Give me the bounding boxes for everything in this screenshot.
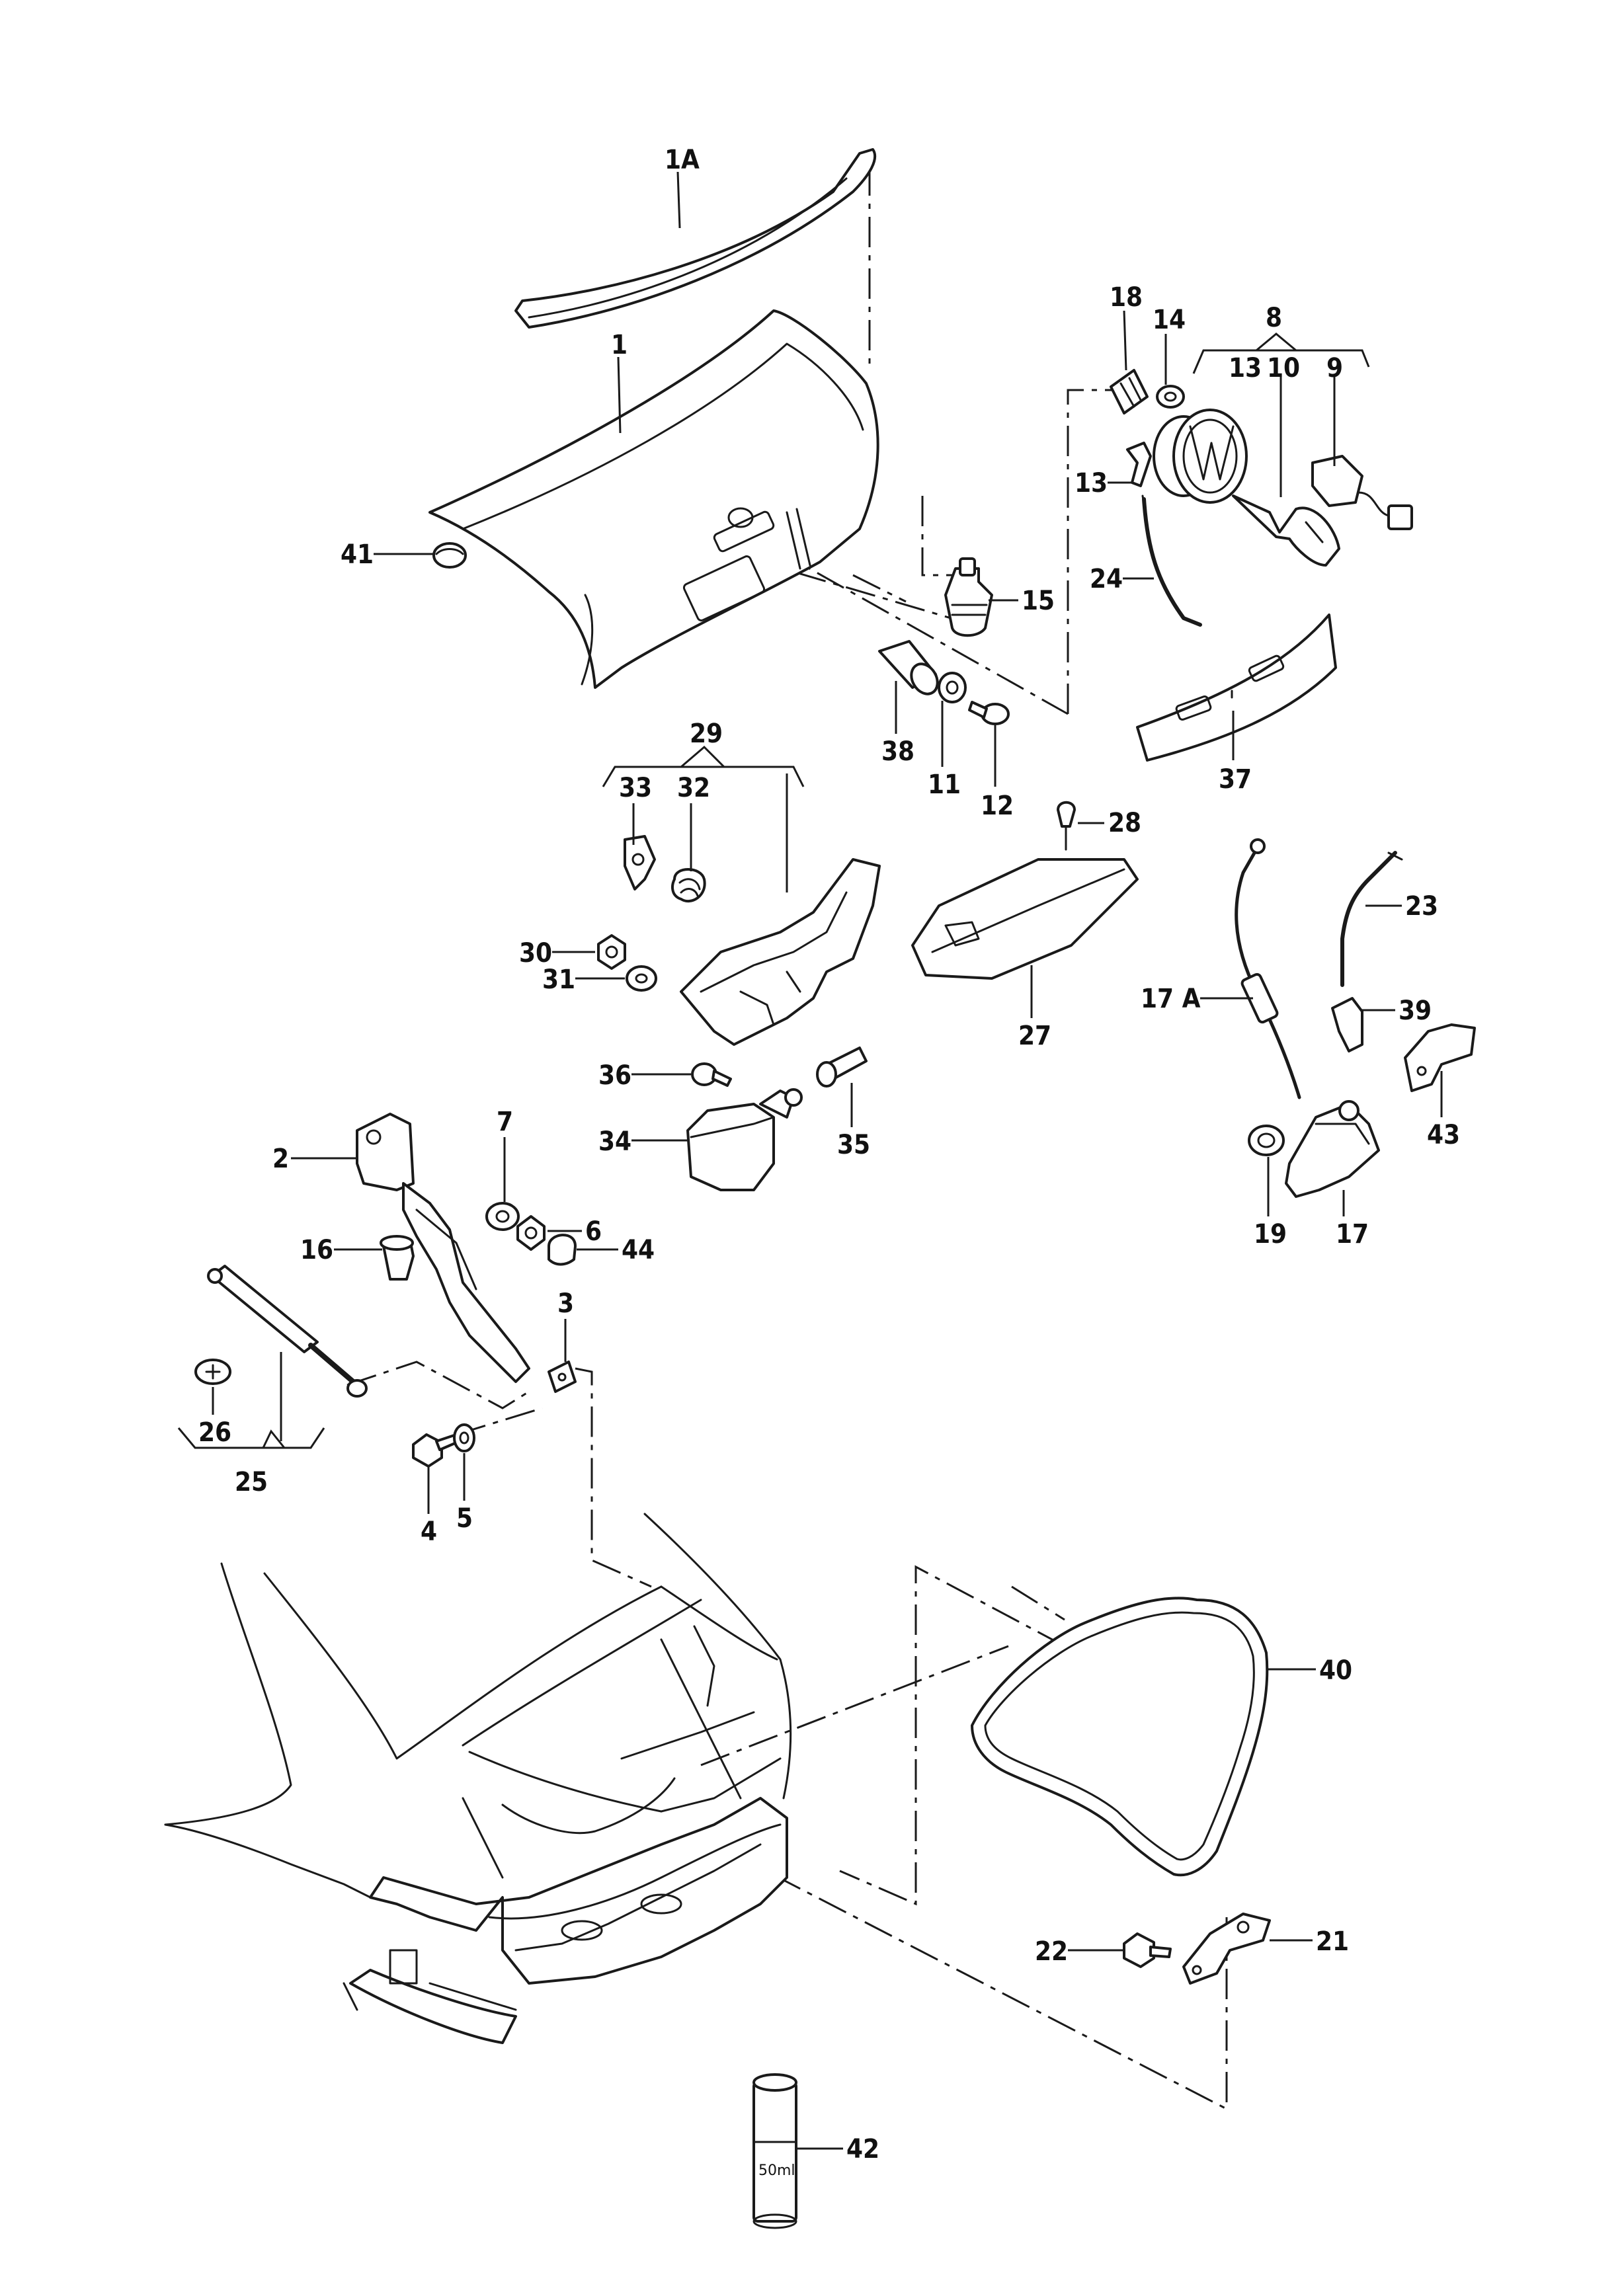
callout-11: 11 (928, 770, 961, 800)
callout-34: 34 (598, 1127, 631, 1157)
callout-35: 35 (837, 1130, 870, 1160)
part-washer-11 (938, 672, 967, 703)
can-volume-label: 50ml (758, 2162, 795, 2179)
part-pin-35 (816, 1047, 868, 1088)
part-washer-31 (626, 965, 657, 992)
part-cable-17a (1235, 838, 1301, 1099)
part-handle-27 (911, 858, 1139, 980)
callout-27: 27 (1018, 1021, 1051, 1051)
callout-30: 30 (519, 938, 552, 969)
callout-18: 18 (1110, 282, 1143, 313)
part-clip-18 (1110, 369, 1149, 415)
callout-13-top: 13 (1229, 353, 1262, 383)
callout-2: 2 (272, 1144, 289, 1174)
part-screw-28 (1057, 801, 1076, 851)
part-switch-9 (1311, 455, 1413, 530)
part-can-42: 50ml (752, 2073, 797, 2229)
callout-13-side: 13 (1075, 468, 1108, 498)
callout-33: 33 (619, 773, 652, 803)
callout-12: 12 (981, 791, 1014, 821)
part-bumper-16 (380, 1235, 415, 1281)
callout-28: 28 (1108, 808, 1141, 838)
callout-36: 36 (598, 1060, 631, 1091)
part-lock-29 (680, 858, 881, 1046)
callout-16: 16 (300, 1235, 333, 1265)
callout-1a: 1A (665, 145, 700, 175)
part-spring-32 (671, 868, 706, 903)
callout-40: 40 (1319, 1655, 1352, 1686)
callout-5: 5 (456, 1503, 473, 1534)
callout-4: 4 (421, 1517, 437, 1547)
part-trunk-lid-1 (428, 309, 879, 689)
callout-14: 14 (1153, 305, 1186, 335)
part-rod-24 (1141, 495, 1202, 627)
callout-3: 3 (557, 1288, 574, 1319)
callout-10: 10 (1267, 353, 1300, 383)
callout-41: 41 (341, 539, 374, 570)
part-screw-12 (968, 701, 1010, 725)
callout-21: 21 (1316, 1926, 1349, 1957)
callout-8: 8 (1266, 303, 1282, 333)
part-ball-stud-26 (194, 1359, 231, 1385)
callout-23: 23 (1405, 891, 1438, 922)
part-lock-cylinder-15 (944, 557, 993, 637)
part-washer-7 (485, 1202, 520, 1231)
part-nut-44 (548, 1234, 577, 1266)
part-grommet-19 (1248, 1125, 1285, 1156)
callout-25: 25 (235, 1467, 268, 1497)
part-bracket-43 (1404, 1023, 1476, 1092)
callout-22: 22 (1035, 1936, 1068, 1967)
callout-44: 44 (622, 1235, 655, 1265)
part-screw-14 (1156, 385, 1185, 409)
part-bracket-33 (624, 835, 656, 891)
callout-19: 19 (1254, 1219, 1287, 1249)
part-latch-17 (1285, 1100, 1380, 1198)
callout-17: 17 (1336, 1219, 1369, 1249)
part-hinge-2 (356, 1113, 530, 1383)
part-plate-3 (548, 1361, 577, 1393)
callout-17a: 17 A (1141, 984, 1201, 1014)
part-nut-30 (597, 934, 626, 970)
part-screw-22 (1123, 1932, 1172, 1968)
part-gas-strut-25 (207, 1265, 368, 1398)
callout-39: 39 (1399, 996, 1432, 1026)
part-license-trim-37 (1136, 614, 1337, 762)
leader-lines (177, 171, 1443, 2150)
callout-31: 31 (542, 965, 575, 995)
callout-42: 42 (846, 2134, 879, 2164)
callout-43: 43 (1427, 1120, 1460, 1150)
callout-29: 29 (690, 719, 723, 749)
callout-38: 38 (881, 736, 914, 767)
part-screw-36 (691, 1062, 732, 1087)
callout-6: 6 (585, 1216, 602, 1247)
callout-9: 9 (1326, 353, 1343, 383)
part-rod-23 (1340, 851, 1403, 987)
callout-15: 15 (1022, 586, 1055, 616)
part-striker-21 (1182, 1913, 1271, 1985)
part-washer-5 (453, 1423, 475, 1452)
part-grommet-41 (432, 542, 467, 569)
callout-24: 24 (1090, 564, 1123, 594)
callout-32: 32 (677, 773, 710, 803)
callout-37: 37 (1219, 764, 1252, 795)
callout-7: 7 (497, 1107, 513, 1137)
part-nut-6 (516, 1215, 546, 1251)
part-spoiler-1a (514, 148, 877, 329)
part-car-body (164, 1513, 792, 2044)
part-bolt-4 (412, 1433, 461, 1468)
part-emblem-13 (1153, 409, 1248, 504)
part-bushing-38 (878, 640, 939, 695)
part-key-10 (1232, 495, 1340, 567)
part-clip-39 (1331, 997, 1363, 1052)
callout-1: 1 (611, 330, 628, 360)
part-weatherstrip-40 (971, 1597, 1269, 1877)
callout-26: 26 (198, 1417, 231, 1448)
part-actuator-34 (686, 1088, 803, 1191)
part-emblem-latch-13 (1126, 442, 1152, 487)
callout-labels: 1A 1 41 15 38 11 12 18 14 8 13 10 9 13 2… (198, 145, 1460, 2164)
